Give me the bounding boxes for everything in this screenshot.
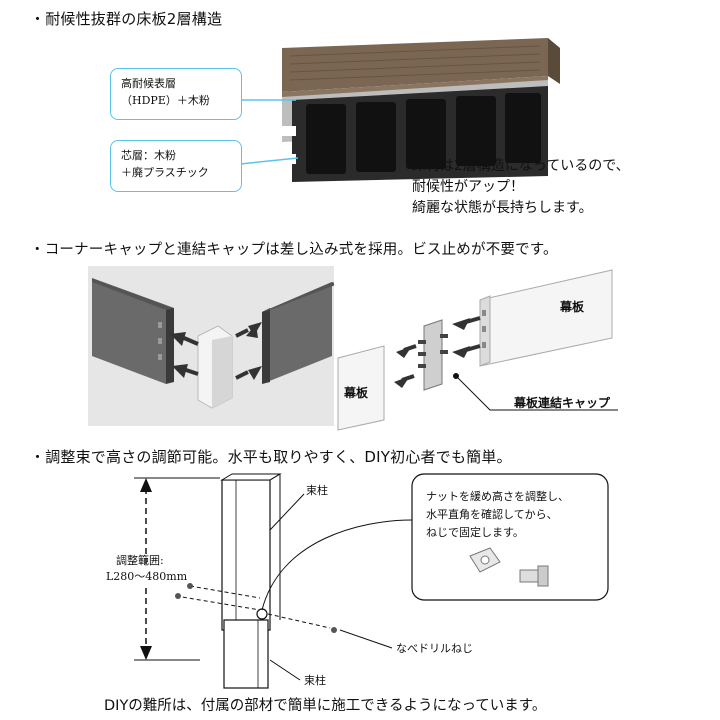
bubble-line3: ねじで固定します。 <box>426 526 524 539</box>
callout-surface-line1: 高耐候表層 <box>121 77 176 90</box>
callout-core-line1: 芯層：木粉 <box>121 149 176 162</box>
upper-post <box>221 479 271 631</box>
lower-post <box>223 619 269 689</box>
description-line3: 綺麗な状態が長持ちします。 <box>412 200 593 216</box>
label-fascia-right: 幕板 <box>560 300 585 314</box>
instruction-bubble <box>411 473 609 601</box>
bubble-line2: 水平直角を確認してから、 <box>426 508 558 521</box>
footer-note: DIYの難所は、付属の部材で簡単に施工できるようになっています。 <box>104 698 547 714</box>
callout-core-line2: ＋廃プラスチック <box>121 166 209 179</box>
bubble-line1: ナットを緩め高さを調整し、 <box>426 490 569 503</box>
label-screw: なべドリルねじ <box>396 642 473 655</box>
board-wood-top <box>282 38 548 92</box>
section2-heading: ・コーナーキャップと連結キャップは差し込み式を採用。ビス止めが不要です。 <box>30 242 558 258</box>
range-label: 調整範囲: <box>116 554 164 567</box>
description-line2: 耐候性がアップ！ <box>412 179 524 195</box>
callout-core-layer: 芯層：木粉 ＋廃プラスチック <box>110 140 242 192</box>
label-joint-cap: 幕板連結キャップ <box>514 396 611 410</box>
label-post-top: 束柱 <box>306 484 328 497</box>
section3-heading: ・調整束で高さの調節可能。水平も取りやすく、DIY初心者でも簡単。 <box>30 448 512 466</box>
label-fascia-left: 幕板 <box>344 386 369 400</box>
range-value: L280～480mm <box>106 568 188 584</box>
callout-surface-line2: （HDPE）＋木粉 <box>121 94 210 107</box>
section1-heading: ・耐候性抜群の床板2層構造 <box>30 10 223 28</box>
label-post-bottom: 束柱 <box>304 674 326 687</box>
bubble-text: ナットを緩め高さを調整し、 水平直角を確認してから、 ねじで固定します。 <box>426 488 569 542</box>
callout-surface-layer: 高耐候表層 （HDPE）＋木粉 <box>110 68 242 120</box>
section1-description: 床材は2層構造になっているので、 耐候性がアップ！ 綺麗な状態が長持ちします。 <box>412 156 630 219</box>
description-line1: 床材は2層構造になっているので、 <box>412 158 630 174</box>
